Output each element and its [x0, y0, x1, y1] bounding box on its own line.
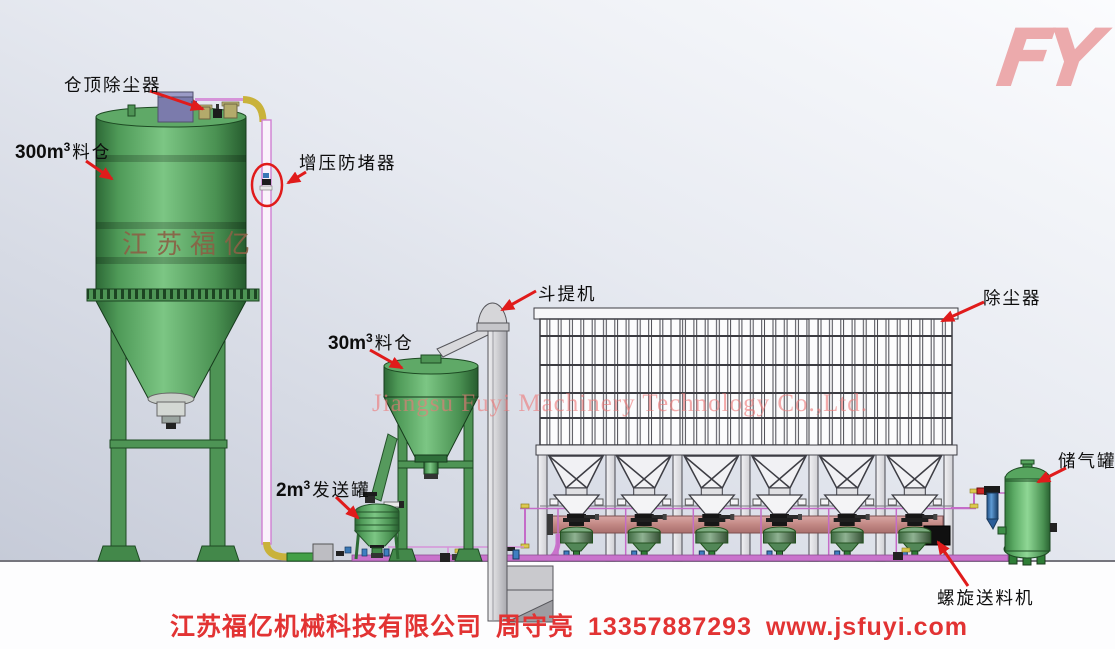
pipe-elbow-yellow-bottom [263, 541, 288, 561]
arrow-elevator [500, 289, 537, 312]
air-filter [986, 492, 999, 520]
air-tank-assembly [951, 459, 1057, 566]
screw-conveyor-tube [550, 515, 944, 534]
arrow-sending-tank [334, 495, 360, 520]
fy-logo: FY [991, 12, 1100, 105]
label-air-tank: 储气罐 [1058, 451, 1115, 471]
big-silo [86, 104, 260, 562]
dust-collector [533, 307, 959, 456]
footer-phone: 13357887293 [588, 613, 752, 641]
booster-highlight-circle [250, 162, 284, 208]
footer-person: 周守亮 [496, 613, 575, 641]
label-big-silo: 300m3料仓 [15, 140, 112, 163]
dust-collector-hopper-section [520, 454, 976, 562]
silo-conveying-riser [195, 96, 352, 562]
footer-company: 江苏福亿机械科技有限公司 [170, 613, 483, 641]
silo-brand-watermark: 江苏福亿 [122, 230, 259, 259]
label-sending-tank: 2m3发送罐 [276, 478, 371, 501]
label-screw-feeder: 螺旋送料机 [937, 588, 1035, 608]
label-silo-top-dust-collector: 仓顶除尘器 [64, 75, 162, 95]
arrow-silo-top-dc [149, 89, 205, 111]
silo-to-tank-chute [370, 433, 398, 502]
bucket-elevator [436, 302, 554, 623]
footer-contact-line: 江苏福亿机械科技有限公司周守亮 13357887293 www.jsfuyi.com [170, 607, 982, 643]
arrow-small-silo [369, 348, 404, 370]
label-booster: 增压防堵器 [299, 153, 397, 173]
air-valve [976, 487, 986, 495]
arrow-air-tank [1036, 466, 1067, 484]
company-watermark-en: Jiangsu Fuyi Machinery Technology Co.,Lt… [372, 390, 868, 417]
annotation-arrows [85, 89, 1067, 587]
sending-tank [353, 433, 404, 560]
label-small-silo: 30m3料仓 [328, 331, 414, 354]
label-dust-collector: 除尘器 [983, 288, 1042, 308]
arrow-booster [286, 170, 307, 185]
feeder-pump [312, 543, 334, 562]
arrow-screw-feeder [936, 540, 970, 587]
booster-device [263, 173, 269, 178]
air-filter-cap [984, 486, 1000, 493]
pipe-elbow-yellow-top [242, 96, 267, 123]
footer-website: www.jsfuyi.com [765, 613, 968, 641]
small-silo [383, 354, 483, 562]
air-tank-body [1004, 476, 1051, 552]
label-bucket-elevator: 斗提机 [538, 284, 597, 304]
arrow-dust-collector [940, 300, 985, 323]
arrow-big-silo [85, 159, 114, 181]
